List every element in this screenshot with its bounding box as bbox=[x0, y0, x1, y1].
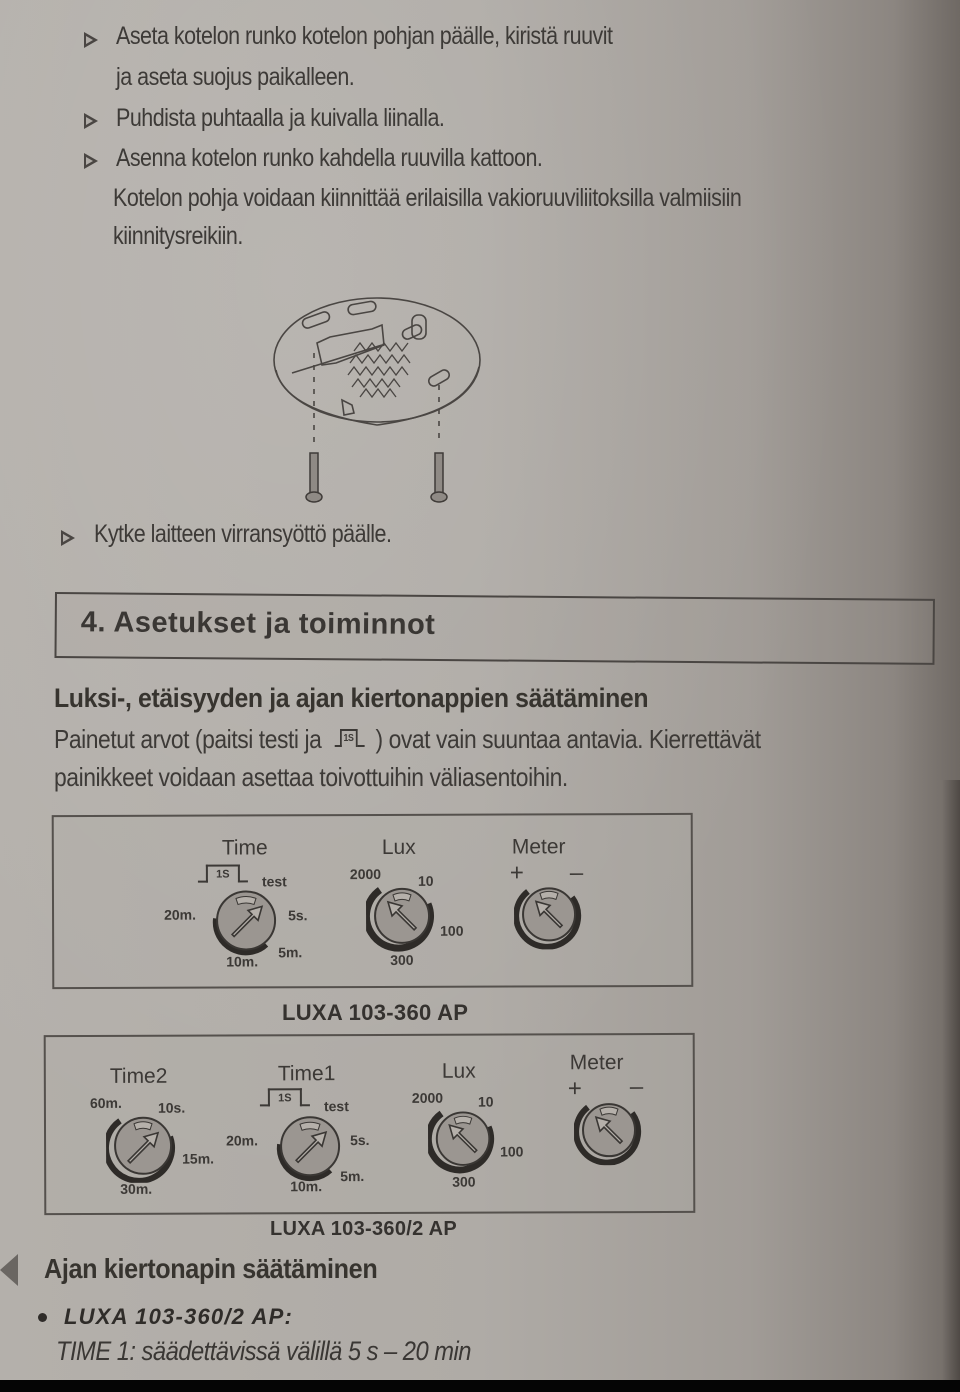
step-2: Puhdista puhtaalla ja kuivalla liinalla. bbox=[116, 104, 445, 132]
time1-5s-mark: 5s. bbox=[350, 1132, 370, 1149]
bullet-arrow-icon bbox=[84, 32, 98, 48]
lux2-300-mark: 300 bbox=[452, 1173, 476, 1190]
time-rotary-knob[interactable] bbox=[208, 882, 284, 958]
page-edge-shadow bbox=[942, 780, 960, 1380]
step-power-on: Kytke laitteen virransyöttö päälle. bbox=[94, 520, 392, 548]
time2-15m-mark: 15m. bbox=[182, 1150, 215, 1167]
panel-1-caption: LUXA 103-360 AP bbox=[282, 1000, 469, 1025]
mounting-note-line-1: Kotelon pohja voidaan kiinnittää erilais… bbox=[113, 184, 742, 212]
bullet-arrow-icon bbox=[84, 113, 98, 129]
base-plate-illustration bbox=[273, 297, 481, 503]
section-header-box: 4. Asetukset ja toiminnot bbox=[54, 592, 935, 665]
bullet-dot-icon bbox=[38, 1313, 47, 1322]
step-1-continuation: ja aseta suojus paikalleen. bbox=[116, 63, 355, 91]
time-20m-mark: 20m. bbox=[164, 906, 196, 923]
time-5s-mark: 5s. bbox=[288, 907, 308, 924]
intro-text-after: ) ovat vain suuntaa antavia. Kierrettävä… bbox=[375, 724, 762, 754]
screw-icon bbox=[305, 452, 448, 503]
pulse-symbol-icon: 1S bbox=[267, 1088, 302, 1107]
dial-panel-luxa-103-360-ap: Time 1S test 20m. 5s. 5m. 10m. Lux 2000 … bbox=[51, 812, 694, 990]
time2-rotary-knob[interactable] bbox=[105, 1109, 180, 1183]
lux2-100-mark: 100 bbox=[500, 1143, 524, 1160]
intro-paragraph-line-2: painikkeet voidaan asettaa toivottuihin … bbox=[54, 762, 568, 792]
section-title: 4. Asetukset ja toiminnot bbox=[80, 606, 436, 641]
time2-dial-label: Time2 bbox=[109, 1064, 168, 1088]
time-adjust-heading: Ajan kiertonapin säätäminen bbox=[44, 1253, 378, 1284]
time1-20m-mark: 20m. bbox=[226, 1132, 259, 1149]
bottom-black-bar bbox=[0, 1380, 960, 1392]
time1-rotary-knob[interactable] bbox=[272, 1108, 348, 1184]
subsection-heading: Luksi-, etäisyyden ja ajan kiertonappien… bbox=[54, 683, 649, 713]
intro-text-before: Painetut arvot (paitsi testi ja bbox=[54, 724, 322, 754]
meter2-dial-label: Meter bbox=[569, 1051, 624, 1075]
bullet-arrow-icon bbox=[61, 530, 75, 546]
lux2-rotary-knob[interactable] bbox=[427, 1104, 498, 1174]
meter2-rotary-knob[interactable] bbox=[573, 1095, 644, 1166]
dial-panel-luxa-103-360-2-ap: Time2 60m. 10s. 15m. 30m. Time1 1S test … bbox=[43, 1032, 696, 1216]
time1-dial-label: Time1 bbox=[277, 1062, 336, 1086]
model-name: LUXA 103-360/2 AP: bbox=[64, 1304, 294, 1329]
lux-dial-label: Lux bbox=[381, 835, 416, 859]
intro-paragraph-line-1: Painetut arvot (paitsi testi ja 1S ) ova… bbox=[54, 724, 761, 755]
lux2-dial-label: Lux bbox=[441, 1059, 476, 1083]
pulse-symbol-icon: 1S bbox=[205, 864, 240, 883]
time-dial-label: Time bbox=[221, 836, 268, 860]
lux-rotary-knob[interactable] bbox=[365, 880, 438, 952]
time1-range: TIME 1: säädettävissä välillä 5 s – 20 m… bbox=[56, 1336, 471, 1366]
panel-2-caption: LUXA 103-360/2 AP bbox=[270, 1218, 458, 1240]
pulse-symbol-icon: 1S bbox=[334, 729, 365, 749]
mounting-note-line-2: kiinnitysreikiin. bbox=[113, 222, 243, 250]
meter-dial-label: Meter bbox=[511, 835, 566, 859]
step-1: Aseta kotelon runko kotelon pohjan pääll… bbox=[116, 22, 613, 50]
lux-100-mark: 100 bbox=[440, 922, 464, 939]
bullet-arrow-icon bbox=[84, 153, 98, 169]
page-tab-marker-icon bbox=[0, 1254, 18, 1286]
lux-300-mark: 300 bbox=[390, 951, 414, 968]
step-3: Asenna kotelon runko kahdella ruuvilla k… bbox=[116, 144, 543, 172]
time2-30m-mark: 30m. bbox=[120, 1180, 153, 1197]
meter-rotary-knob[interactable] bbox=[513, 879, 584, 950]
